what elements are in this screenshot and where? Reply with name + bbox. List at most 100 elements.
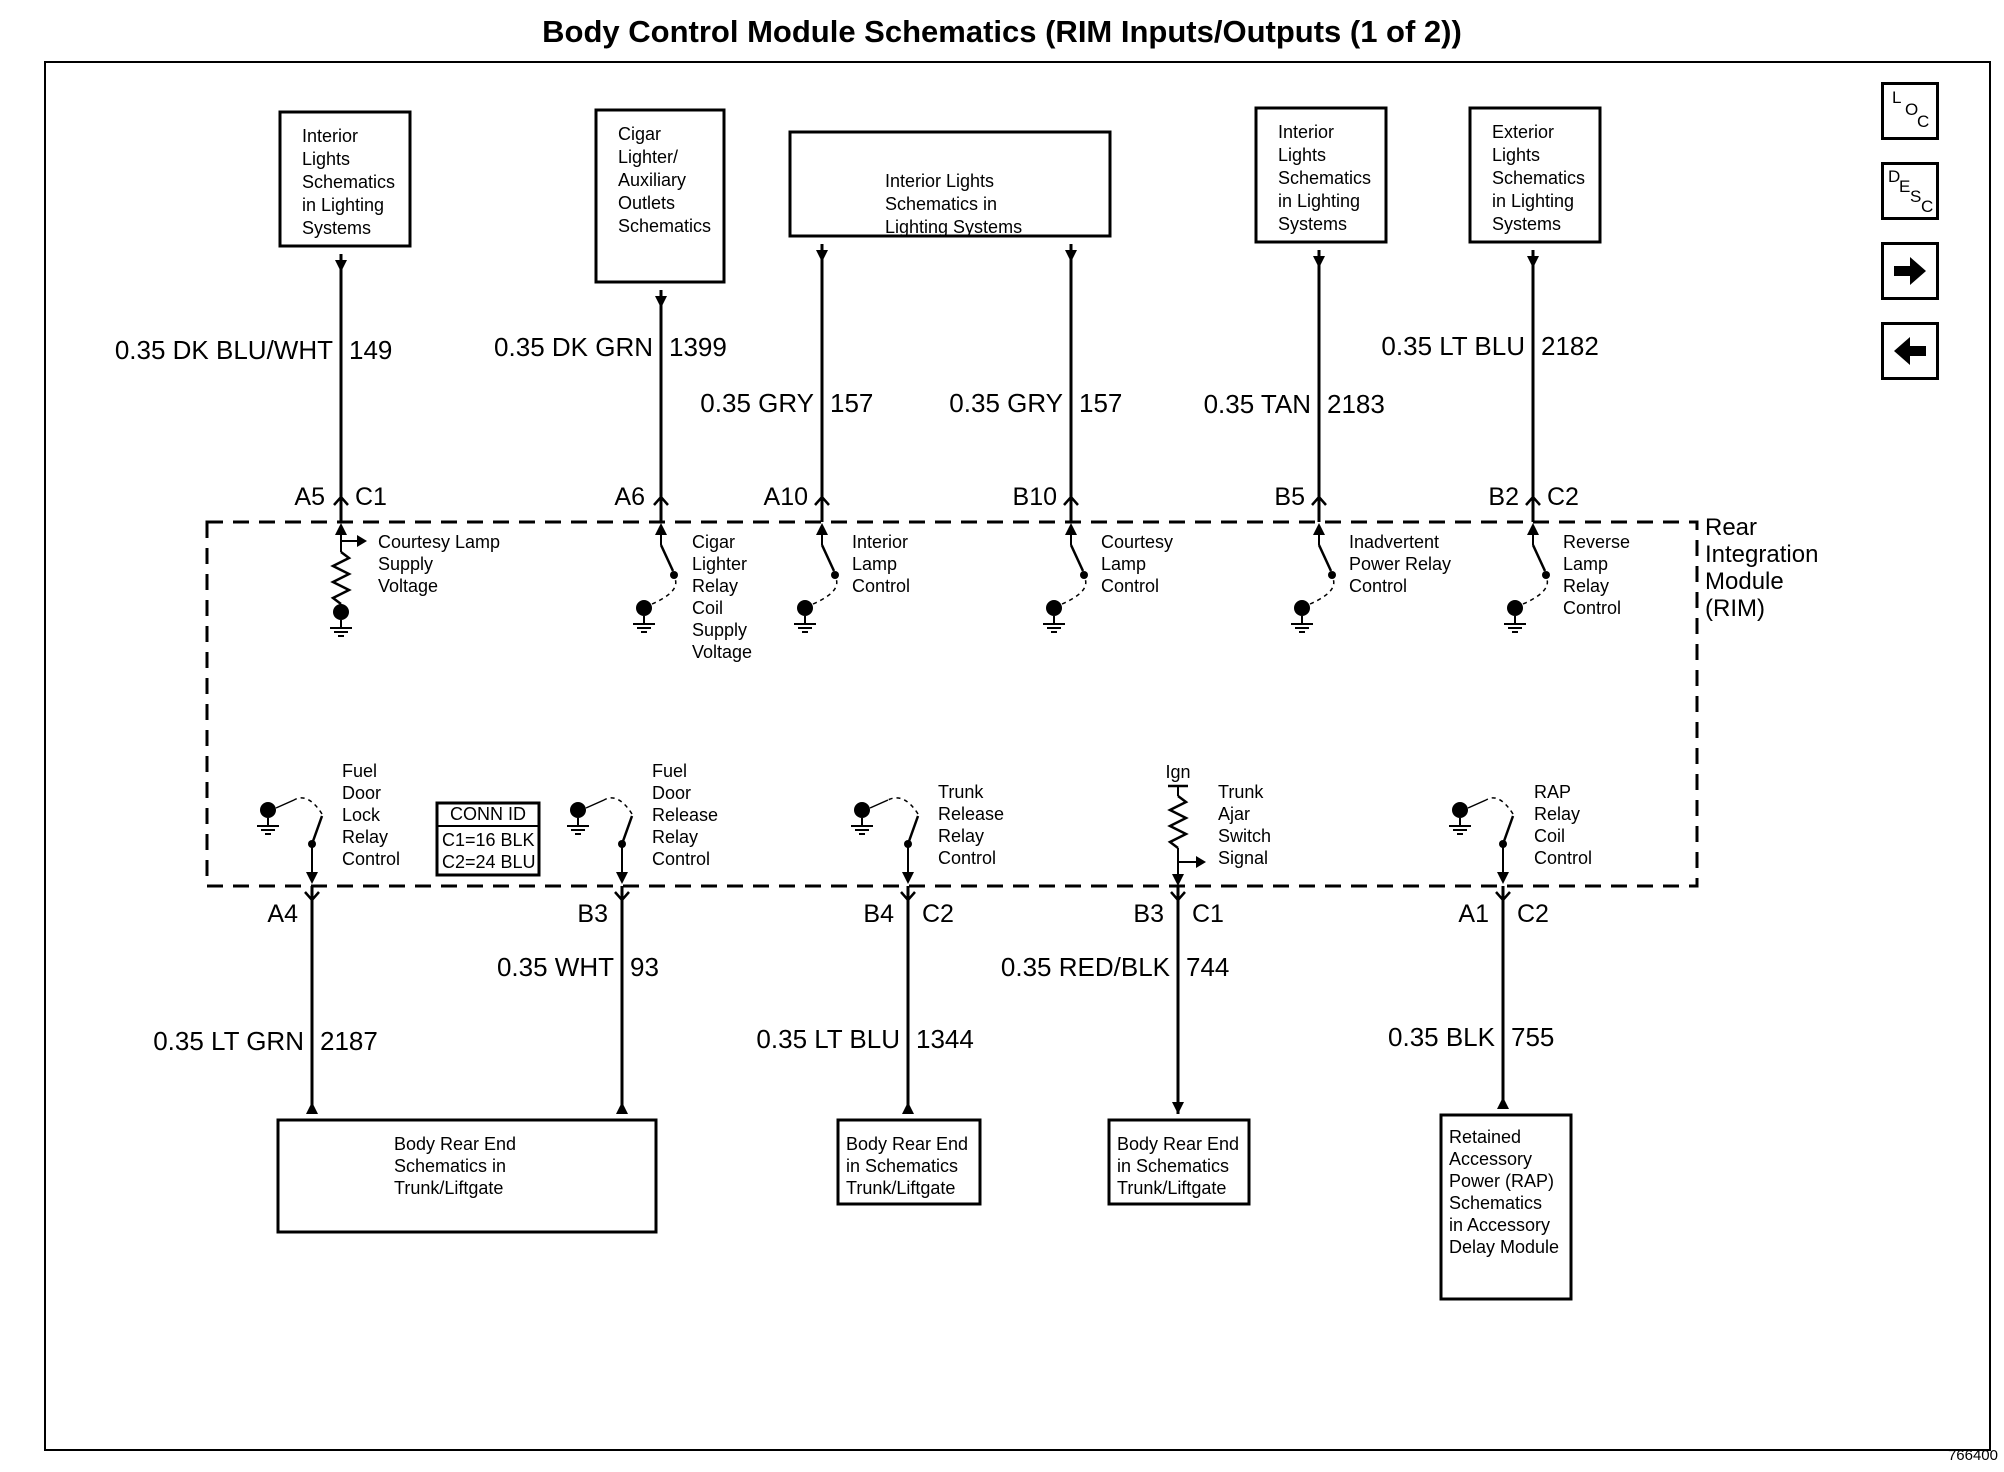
pin-label: A5: [294, 483, 325, 511]
desc-letter-d: D: [1888, 167, 1901, 186]
destination-schematic-label-line: in Schematics: [1117, 1156, 1229, 1176]
circuit-function-label-line: Interior: [852, 532, 908, 552]
relay-coil-link: [1061, 574, 1087, 605]
circuit-function-label-line: Control: [1534, 848, 1592, 868]
ground-node: [854, 802, 870, 818]
ground-node: [333, 604, 349, 620]
next-page-button[interactable]: [1881, 242, 1939, 300]
destination-schematic-label-line: Trunk/Liftgate: [1117, 1178, 1226, 1198]
circuit-function-label-line: Voltage: [692, 642, 752, 662]
source-schematic-label-line: Schematics: [302, 172, 395, 192]
source-schematic-label-line: Schematics in: [885, 194, 997, 214]
connector-chevron: [1170, 891, 1186, 902]
source-schematic-label-line: Schematics: [1492, 168, 1585, 188]
circuit-function-label-line: Courtesy Lamp: [378, 532, 500, 552]
source-schematic-label-line: Schematics: [1278, 168, 1371, 188]
switch-blade-icon: [310, 815, 324, 845]
circuit-function-label-line: Control: [652, 849, 710, 869]
source-schematic-label-line: Auxiliary: [618, 170, 686, 190]
circuit-number: 744: [1186, 952, 1229, 982]
pin-label: B4: [863, 900, 894, 928]
circuit-function-label-line: Relay: [938, 826, 984, 846]
relay-coil-link: [1485, 797, 1514, 815]
source-schematic-label-line: Systems: [302, 218, 371, 238]
wire-arrow: [335, 260, 347, 272]
connector-chevron: [614, 891, 630, 902]
relay-coil-link: [1309, 574, 1335, 605]
destination-schematic-label-line: Body Rear End: [394, 1134, 516, 1154]
figure-number: 766400: [1947, 1447, 1998, 1464]
switch-contact-arrow: [902, 872, 914, 884]
ground-node: [1452, 802, 1468, 818]
relay-coil-link: [293, 797, 323, 815]
pin-label: A4: [267, 900, 298, 928]
pin-label: A10: [764, 483, 808, 511]
connector-label: C2: [1547, 483, 1579, 511]
destination-schematic-label-line: Trunk/Liftgate: [846, 1178, 955, 1198]
circuit-number: 2182: [1541, 331, 1599, 361]
previous-page-button[interactable]: [1881, 322, 1939, 380]
connector-label: C1: [355, 483, 387, 511]
circuit-function-label-line: Control: [1349, 576, 1407, 596]
switch-pivot: [1542, 571, 1550, 579]
relay-coil-link: [812, 574, 838, 605]
switch-contact-arrow: [816, 523, 828, 535]
wire-arrow: [306, 1102, 318, 1114]
resistor-icon: [1167, 795, 1189, 849]
source-schematic-label-line: Lights: [302, 149, 350, 169]
rim-module-label-line: Integration: [1705, 541, 1818, 568]
pin-label: A6: [614, 483, 645, 511]
relay-coil-link: [603, 797, 633, 815]
destination-schematic-label-line: Delay Module: [1449, 1237, 1559, 1257]
source-schematic-label-line: Systems: [1492, 214, 1561, 234]
circuit-function-label-line: Relay: [1563, 576, 1609, 596]
relay-coil-link: [1522, 574, 1549, 605]
switch-contact-arrow: [306, 872, 318, 884]
circuit-function-label-line: Relay: [652, 827, 698, 847]
destination-schematic-label-line: Body Rear End: [1117, 1134, 1239, 1154]
rim-module-label-line: (RIM): [1705, 595, 1765, 622]
circuit-function-label-line: Fuel: [342, 761, 377, 781]
source-schematic-box: [788, 130, 1112, 238]
destination-schematic-box: [836, 1118, 982, 1206]
circuit-number: 1399: [669, 332, 727, 362]
circuit-function-label-line: Courtesy: [1101, 532, 1173, 552]
wire-arrow: [1497, 1097, 1509, 1109]
circuit-function-label-line: Fuel: [652, 761, 687, 781]
switch-contact-arrow: [1065, 523, 1077, 535]
ignition-label: Ign: [1165, 762, 1190, 782]
connector-chevron: [304, 891, 320, 902]
ground-node: [1294, 600, 1310, 616]
source-schematic-box: [1254, 106, 1388, 244]
switch-blade-icon: [1501, 815, 1515, 845]
circuit-function-label-line: Voltage: [378, 576, 438, 596]
loc-button[interactable]: L O C: [1881, 82, 1939, 140]
wire-color-label: 0.35 GRY: [949, 388, 1063, 418]
source-schematic-label-line: in Lighting: [302, 195, 384, 215]
circuit-number: 149: [349, 335, 392, 365]
desc-letter-c: C: [1921, 197, 1934, 216]
wire-color-label: 0.35 BLK: [1388, 1022, 1496, 1052]
connector-label: C1: [1192, 900, 1224, 928]
destination-schematic-label-line: Trunk/Liftgate: [394, 1178, 503, 1198]
switch-contact-arrow: [1527, 523, 1539, 535]
circuit-function-label-line: Supply: [378, 554, 433, 574]
back-arrow-icon: [1894, 337, 1926, 365]
source-schematic-label-line: in Lighting: [1492, 191, 1574, 211]
circuit-function-label-line: RAP: [1534, 782, 1571, 802]
pin-label: B10: [1013, 483, 1057, 511]
destination-schematic-label-line: Power (RAP): [1449, 1171, 1554, 1191]
source-schematic-label-line: Interior: [1278, 122, 1334, 142]
circuit-function-label-line: Lamp: [852, 554, 897, 574]
pin-label: B3: [1133, 900, 1164, 928]
switch-blade-icon: [906, 815, 920, 845]
circuit-function-label-line: Trunk: [938, 782, 984, 802]
desc-button[interactable]: D E S C: [1881, 162, 1939, 220]
destination-schematic-label-line: in Accessory: [1449, 1215, 1550, 1235]
circuit-number: 2187: [320, 1026, 378, 1056]
supply-arrow: [335, 523, 347, 535]
switch-pivot: [618, 840, 626, 848]
circuit-function-label-line: Lamp: [1101, 554, 1146, 574]
wire-color-label: 0.35 GRY: [700, 388, 814, 418]
circuit-function-label-line: Lamp: [1563, 554, 1608, 574]
